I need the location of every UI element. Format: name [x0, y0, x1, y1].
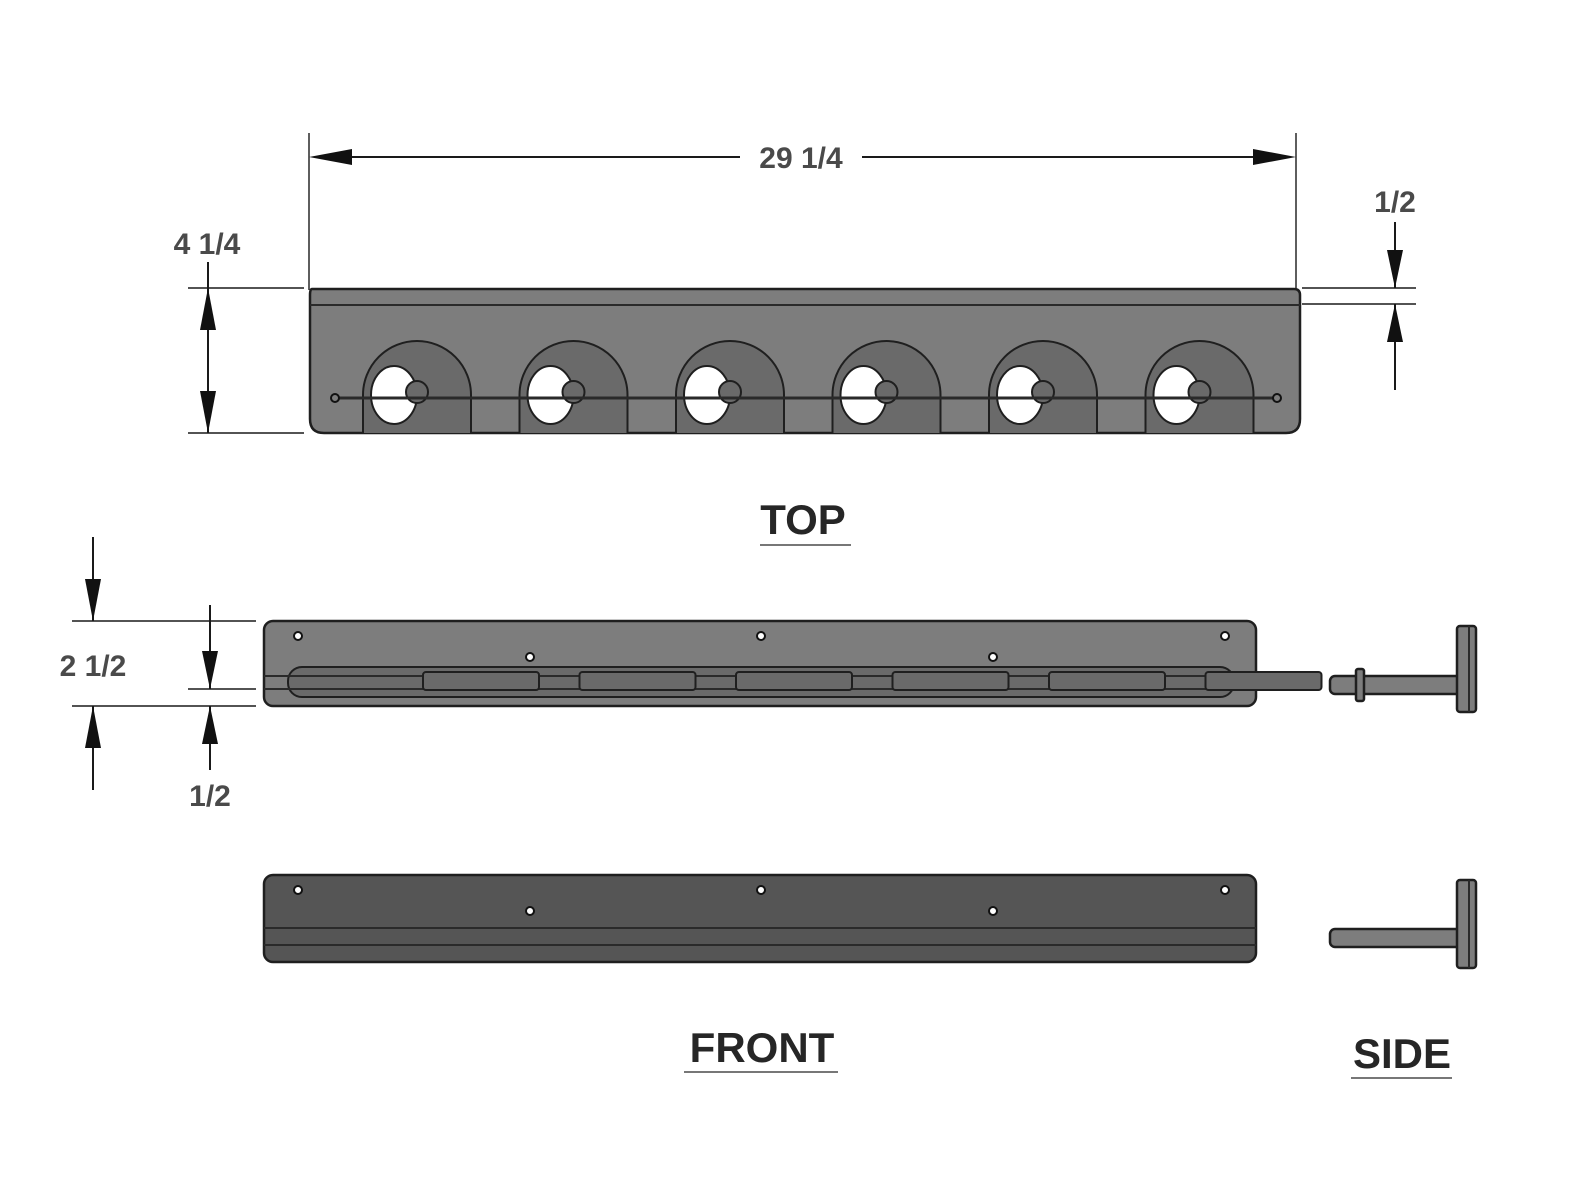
screw-hole	[1220, 885, 1230, 895]
screw-hole	[293, 885, 303, 895]
screw-hole	[756, 885, 766, 895]
screw-hole	[988, 906, 998, 916]
view-title-side: SIDE	[1353, 1030, 1451, 1077]
arrowhead-up	[1387, 304, 1403, 342]
arrowhead-up	[200, 288, 216, 330]
view-title-front: FRONT	[690, 1024, 835, 1071]
arrowhead-up	[85, 706, 101, 748]
arrowhead-down	[1387, 250, 1403, 288]
front-lower-body	[262, 873, 1258, 964]
side-lower-plate	[1455, 878, 1478, 970]
side-upper-rod	[1354, 667, 1366, 703]
screw-hole	[1220, 631, 1230, 641]
side-lower-arm	[1328, 927, 1464, 949]
side-upper-arm	[1328, 674, 1464, 696]
arrowhead-left	[309, 149, 352, 165]
front-rail-segment	[735, 671, 853, 691]
top-slot-knob	[1031, 380, 1055, 404]
dimension-top-depth-label: 4 1/4	[174, 228, 241, 261]
top-slot-knob	[874, 380, 899, 404]
dimension-front-height: 2 1/2	[60, 537, 256, 790]
dimension-front-ledge-label: 1/2	[189, 780, 231, 813]
arrowhead-down	[85, 579, 101, 621]
screw-hole	[525, 906, 535, 916]
dimension-front-height-label: 2 1/2	[60, 650, 127, 683]
screw-hole	[525, 652, 535, 662]
top-slot-knob	[718, 380, 742, 404]
arrowhead-down	[200, 391, 216, 433]
side-view-upper	[1328, 624, 1478, 714]
front-rail-segment	[578, 671, 697, 691]
front-view-upper	[262, 619, 1323, 708]
view-title-top: TOP	[760, 496, 846, 543]
dimension-front-ledge: 1/2	[188, 605, 256, 813]
top-slot-knob	[1187, 380, 1212, 404]
arrowhead-up	[202, 706, 218, 744]
arrowhead-right	[1253, 149, 1296, 165]
front-rail-segment	[1048, 671, 1166, 691]
rod-end-left	[330, 393, 340, 403]
dimension-overall-length: 29 1/4	[308, 133, 1297, 290]
dimension-top-thickness-label: 1/2	[1374, 186, 1416, 219]
top-view	[308, 287, 1302, 435]
front-rail-segment	[1204, 671, 1323, 691]
screw-hole	[293, 631, 303, 641]
top-slot-knob	[405, 380, 429, 404]
rod-end-right	[1272, 393, 1282, 403]
dimension-top-depth: 4 1/4	[174, 228, 304, 434]
arrowhead-down	[202, 651, 218, 689]
dimension-overall-length-label: 29 1/4	[759, 142, 843, 175]
front-rail-segment	[891, 671, 1010, 691]
front-view-lower	[262, 873, 1258, 964]
top-view-slots	[362, 340, 1255, 433]
screw-hole	[988, 652, 998, 662]
dimension-top-thickness: 1/2	[1302, 186, 1416, 390]
side-upper-plate	[1455, 624, 1478, 714]
side-view-lower	[1328, 878, 1478, 970]
front-upper-segments	[422, 671, 1323, 691]
front-rail-segment	[422, 671, 540, 691]
top-slot-knob	[561, 380, 586, 404]
screw-hole	[756, 631, 766, 641]
